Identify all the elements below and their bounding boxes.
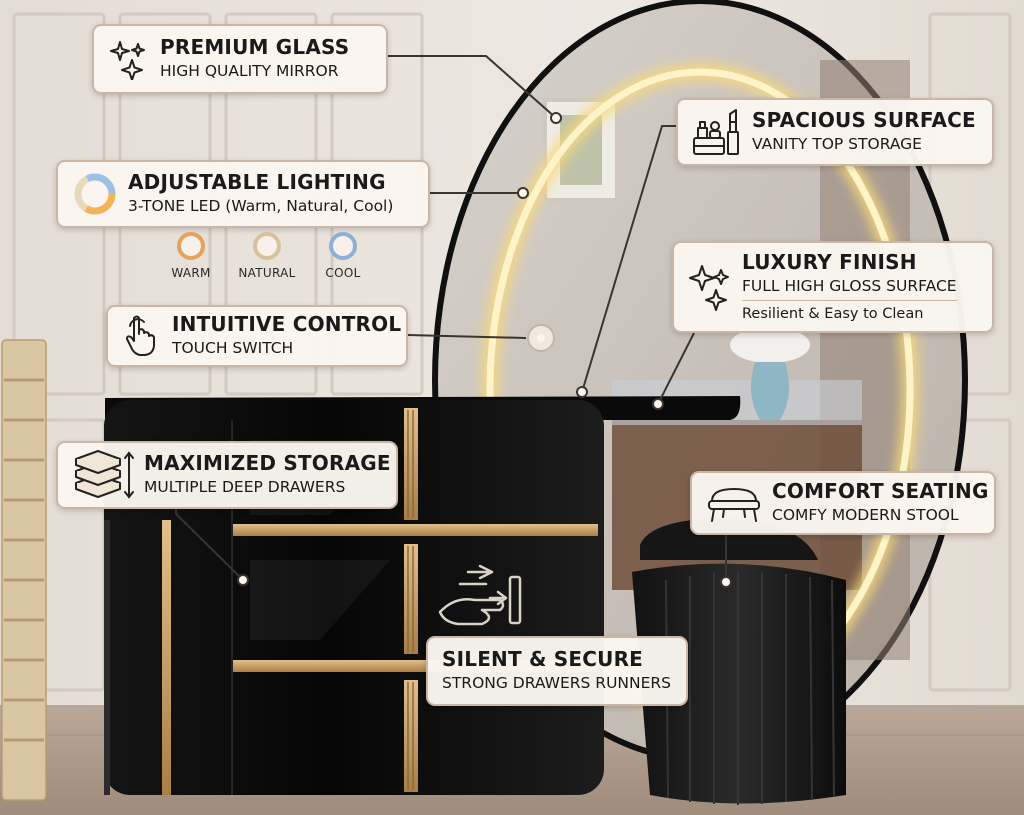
callout-subtitle: STRONG DRAWERS RUNNERS — [442, 674, 672, 693]
callout-comfort-seating: COMFORT SEATING COMFY MODERN STOOL — [690, 471, 996, 535]
callout-title: ADJUSTABLE LIGHTING — [128, 170, 386, 195]
callout-extra: Resilient & Easy to Clean — [742, 299, 957, 324]
callout-title: SILENT & SECURE — [442, 647, 644, 672]
callout-title: COMFORT SEATING — [772, 479, 989, 504]
callout-subtitle: TOUCH SWITCH — [172, 339, 294, 358]
tone-ring-icon — [253, 232, 281, 260]
callout-premium-glass: PREMIUM GLASS HIGH QUALITY MIRROR — [92, 24, 388, 94]
callout-subtitle: VANITY TOP STORAGE — [752, 135, 922, 154]
callout-title: INTUITIVE CONTROL — [172, 312, 402, 337]
sparkle-icon — [688, 262, 732, 312]
callout-luxury-finish: LUXURY FINISH FULL HIGH GLOSS SURFACE Re… — [672, 241, 994, 333]
tone-natural: NATURAL — [236, 232, 298, 280]
tone-ring-icon — [329, 232, 357, 260]
tone-warm: WARM — [160, 232, 222, 280]
callout-silent-secure: SILENT & SECURE STRONG DRAWERS RUNNERS — [426, 636, 688, 706]
stool-icon — [706, 483, 762, 523]
callout-title: PREMIUM GLASS — [160, 35, 350, 60]
callout-title: SPACIOUS SURFACE — [752, 108, 976, 133]
callout-subtitle: 3-TONE LED (Warm, Natural, Cool) — [128, 197, 394, 216]
tone-label: COOL — [325, 266, 361, 280]
callout-subtitle: COMFY MODERN STOOL — [772, 506, 959, 525]
tone-ring-icon — [177, 232, 205, 260]
callout-subtitle: FULL HIGH GLOSS SURFACE — [742, 276, 957, 295]
sparkle-icon — [108, 38, 150, 80]
cosmetics-icon — [692, 108, 742, 156]
callout-title: MAXIMIZED STORAGE — [144, 451, 391, 476]
callout-spacious-surface: SPACIOUS SURFACE VANITY TOP STORAGE — [676, 98, 994, 166]
light-tone-swatches: WARM NATURAL COOL — [160, 232, 374, 280]
touch-hand-icon — [122, 314, 162, 358]
tone-label: WARM — [171, 266, 211, 280]
tone-label: NATURAL — [238, 266, 296, 280]
tone-cool: COOL — [312, 232, 374, 280]
callout-adjustable-lighting: ADJUSTABLE LIGHTING 3-TONE LED (Warm, Na… — [56, 160, 430, 228]
color-ring-icon — [72, 171, 118, 217]
callout-title: LUXURY FINISH — [742, 249, 917, 274]
callout-subtitle: HIGH QUALITY MIRROR — [160, 62, 339, 81]
callout-intuitive-control: INTUITIVE CONTROL TOUCH SWITCH — [106, 305, 408, 367]
callout-maximized-storage: MAXIMIZED STORAGE MULTIPLE DEEP DRAWERS — [56, 441, 398, 509]
callout-subtitle: MULTIPLE DEEP DRAWERS — [144, 478, 346, 497]
stacked-layers-icon — [72, 449, 134, 501]
